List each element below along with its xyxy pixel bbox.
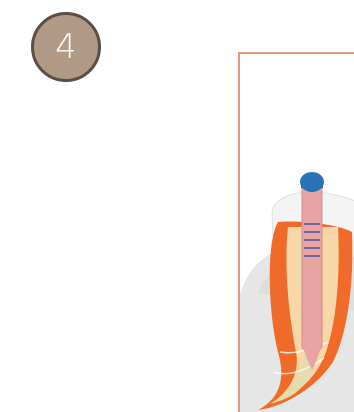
post-cap-base [301,182,323,188]
step-number-badge: 4 [31,12,101,82]
dental-post [302,184,322,350]
tooth-illustration-frame [238,52,354,412]
step-number: 4 [55,30,77,64]
tooth-root-canal-illustration [238,52,354,412]
